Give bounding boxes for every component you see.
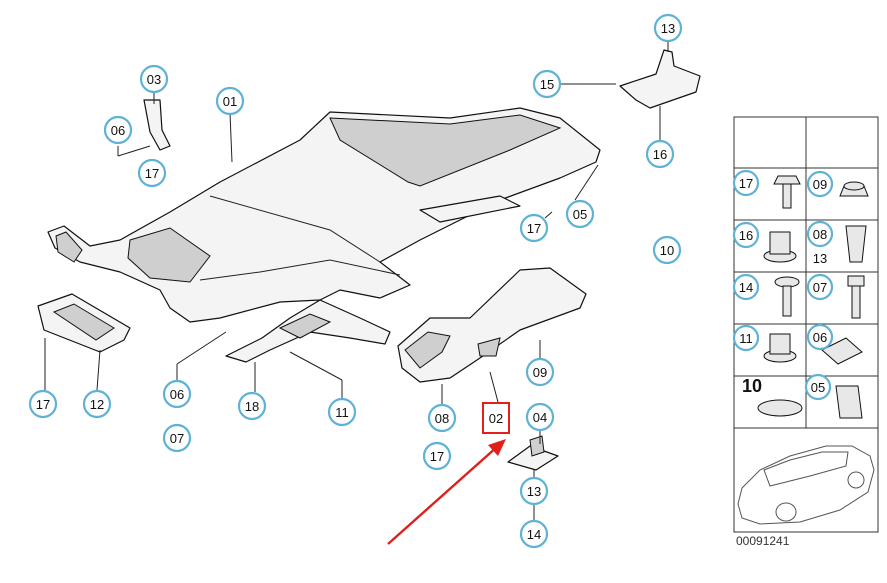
callout-03[interactable]: 03 (139, 64, 169, 94)
legend-label: 07 (813, 280, 827, 295)
callout-17-right[interactable]: 17 (519, 213, 549, 243)
callout-label: 04 (533, 410, 547, 425)
legend-label: 14 (739, 280, 753, 295)
callout-18[interactable]: 18 (237, 391, 267, 421)
legend-clip-nut-icon (845, 225, 867, 263)
legend-label: 08 (813, 227, 827, 242)
callout-15[interactable]: 15 (532, 69, 562, 99)
legend-label: 10 (742, 376, 762, 396)
callout-09[interactable]: 09 (525, 357, 555, 387)
callout-label: 17 (527, 221, 541, 236)
legend-label: 06 (813, 330, 827, 345)
legend-callout-14[interactable]: 14 (732, 273, 760, 301)
legend-callout-09[interactable]: 09 (806, 170, 834, 198)
callout-13-top[interactable]: 13 (653, 13, 683, 43)
legend-label: 09 (813, 177, 827, 192)
legend-callout-07[interactable]: 07 (806, 273, 834, 301)
legend-screw-icon (773, 175, 801, 209)
callout-label: 08 (435, 411, 449, 426)
callout-17-left[interactable]: 17 (28, 389, 58, 419)
right-shield-part-02[interactable] (397, 267, 587, 383)
legend-label: 13 (813, 251, 827, 266)
callout-04[interactable]: 04 (525, 402, 555, 432)
legend-label: 16 (739, 228, 753, 243)
callout-label: 13 (661, 21, 675, 36)
callout-01[interactable]: 01 (215, 86, 245, 116)
underbody-shield-part-01[interactable] (47, 107, 601, 323)
small-shield-part-12[interactable] (37, 293, 131, 353)
callout-label: 13 (527, 484, 541, 499)
callout-label: 10 (660, 243, 674, 258)
legend-callout-06[interactable]: 06 (806, 323, 834, 351)
legend-spring-nut-icon (821, 337, 863, 365)
legend-callout-10[interactable]: 10 (742, 376, 762, 396)
callout-label: 11 (335, 405, 349, 420)
callout-label: 06 (170, 387, 184, 402)
callout-label: 02 (489, 411, 503, 426)
callout-08[interactable]: 08 (427, 403, 457, 433)
callout-17-bottom[interactable]: 17 (422, 441, 452, 471)
callout-05[interactable]: 05 (565, 199, 595, 229)
legend-plug-icon (757, 399, 803, 417)
callout-label: 05 (573, 207, 587, 222)
callout-label: 17 (36, 397, 50, 412)
legend-hex-bolt-icon (847, 275, 865, 319)
clip-part-04[interactable] (507, 435, 559, 471)
callout-label: 15 (540, 77, 554, 92)
legend-callout-08[interactable]: 08 (806, 220, 834, 248)
car-silhouette-icon (737, 445, 875, 525)
callout-17-top[interactable]: 17 (137, 158, 167, 188)
legend-clip-icon (835, 385, 863, 419)
callout-label: 18 (245, 399, 259, 414)
legend-flange-nut-icon (763, 333, 797, 363)
bracket-part-15[interactable] (619, 49, 701, 109)
callout-06-bottom[interactable]: 06 (162, 379, 192, 409)
legend-self-tapping-screw-icon (774, 276, 800, 317)
callout-11[interactable]: 11 (327, 397, 357, 427)
callout-label: 12 (90, 397, 104, 412)
callout-label: 17 (430, 449, 444, 464)
legend-callout-05[interactable]: 05 (804, 373, 832, 401)
legend-label: 05 (811, 380, 825, 395)
legend-nut-icon (839, 181, 869, 197)
callout-label: 07 (170, 431, 184, 446)
callout-label: 17 (145, 166, 159, 181)
callout-label: 14 (527, 527, 541, 542)
legend-label: 11 (739, 331, 753, 346)
legend-callout-11[interactable]: 11 (732, 324, 760, 352)
legend-collar-nut-icon (763, 231, 797, 263)
callout-label: 01 (223, 94, 237, 109)
callout-label: 09 (533, 365, 547, 380)
callout-label: 16 (653, 147, 667, 162)
leader-lines (44, 40, 669, 520)
bracket-part-03[interactable] (143, 99, 171, 151)
center-bracket-part-18[interactable] (225, 299, 391, 363)
legend-label: 17 (739, 176, 753, 191)
legend-callout-16[interactable]: 16 (732, 221, 760, 249)
callout-06-top[interactable]: 06 (103, 115, 133, 145)
callout-16[interactable]: 16 (645, 139, 675, 169)
highlight-arrow (387, 439, 506, 545)
callout-13-bottom[interactable]: 13 (519, 476, 549, 506)
hardware-legend: 17 09 16 08 13 14 07 11 (732, 116, 879, 548)
legend-callout-13[interactable]: 13 (813, 251, 827, 266)
callout-label: 06 (111, 123, 125, 138)
callout-02-highlighted[interactable]: 02 (482, 402, 510, 434)
callout-14[interactable]: 14 (519, 519, 549, 549)
diagram-code: 00091241 (736, 534, 790, 548)
callout-07[interactable]: 07 (162, 423, 192, 453)
callout-10[interactable]: 10 (652, 235, 682, 265)
legend-callout-17[interactable]: 17 (732, 169, 760, 197)
callout-12[interactable]: 12 (82, 389, 112, 419)
callout-label: 03 (147, 72, 161, 87)
